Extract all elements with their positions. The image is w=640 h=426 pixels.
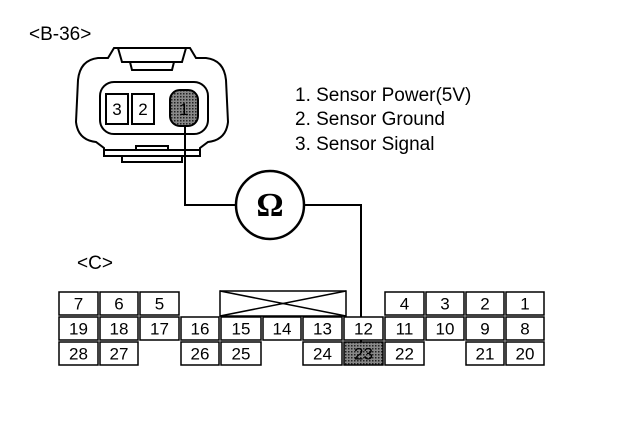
c-pin-25-cell [220,341,262,366]
c-pin-27-cell [99,341,139,366]
c-pin-12-cell [343,316,384,341]
c-pin-19-cell [58,316,99,341]
b36-pin-3-cell [105,93,129,125]
c-pin-28-cell [58,341,99,366]
c-pin-14-cell [262,316,302,341]
c-pin-26-label: 26 [191,345,210,364]
legend-item-3: 3. Sensor Signal [295,134,435,155]
ohm-icon: Ω [256,187,283,224]
connector-b36-label: <B-36> [29,24,92,45]
legend-item-1: 1. Sensor Power(5V) [295,85,472,106]
c-pin-20-label: 20 [516,345,535,364]
c-pin-24-cell [302,341,343,366]
wire-b36-to-meter [184,126,235,206]
c-pin-28-label: 28 [69,345,88,364]
c-pin-6-label: 6 [114,295,123,314]
c-pin-1-cell [505,291,545,316]
c-pin-4-cell [384,291,425,316]
c-pin-2-label: 2 [480,295,489,314]
c-pin-4-label: 4 [400,295,409,314]
c-pin-17-label: 17 [150,320,169,339]
ohmmeter: Ω [234,169,306,241]
c-pin-18-label: 18 [110,320,129,339]
c-pin-27-label: 27 [110,345,129,364]
c-pin-16-cell [180,316,220,341]
connector-b36-pins: 3 2 1 [105,89,199,127]
c-pin-22-cell [384,341,425,366]
test-wires [184,126,362,342]
b36-pin-3-label: 3 [112,100,121,119]
c-pin-21-label: 21 [476,345,495,364]
b36-pin-1-label: 1 [179,100,188,119]
ohmmeter-circle [234,169,306,241]
c-pin-20-cell [505,341,545,366]
c-pin-7-label: 7 [74,295,83,314]
c-pin-17-cell [139,316,180,341]
b36-pin-2-cell [131,93,155,125]
c-pin-14-label: 14 [273,320,292,339]
c-pin-3-label: 3 [440,295,449,314]
c-pin-3-cell [425,291,465,316]
c-pin-10-cell [425,316,465,341]
b36-pin-2-label: 2 [138,100,147,119]
c-pin-23-cell [343,341,384,366]
c-pin-7-cell [58,291,99,316]
c-pin-1-label: 1 [520,295,529,314]
c-pin-8-cell [505,316,545,341]
c-pin-9-label: 9 [480,320,489,339]
c-pin-13-cell [302,316,343,341]
c-pin-5-label: 5 [155,295,164,314]
c-pin-24-label: 24 [313,345,332,364]
c-pin-10-label: 10 [436,320,455,339]
c-pin-12-label: 12 [354,320,373,339]
connector-c-cross-box [219,290,347,317]
connector-c-label: <C> [77,253,113,274]
c-pin-25-label: 25 [232,345,251,364]
legend-item-2: 2. Sensor Ground [295,109,445,130]
c-pin-21-cell [465,341,505,366]
c-pin-6-cell [99,291,139,316]
c-pin-8-label: 8 [520,320,529,339]
c-pin-2-cell [465,291,505,316]
wire-meter-to-c [305,204,362,342]
c-pin-23-label: 23 [354,345,373,364]
c-pin-22-label: 22 [395,345,414,364]
c-pin-11-cell [384,316,425,341]
c-pin-19-label: 19 [69,320,88,339]
c-pin-16-label: 16 [191,320,210,339]
c-pin-9-cell [465,316,505,341]
c-pin-11-label: 11 [396,320,414,339]
c-pin-5-cell [139,291,180,316]
c-pin-18-cell [99,316,139,341]
c-pin-15-label: 15 [232,320,251,339]
c-pin-15-cell [220,316,262,341]
c-pin-26-cell [180,341,220,366]
c-pin-13-label: 13 [313,320,332,339]
